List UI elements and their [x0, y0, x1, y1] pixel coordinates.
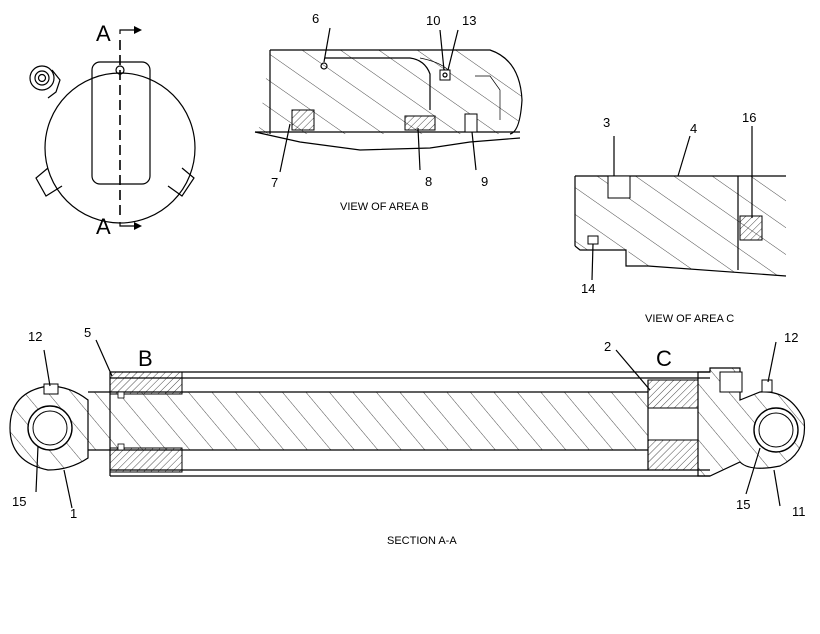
callout-15-right: 15	[736, 497, 750, 512]
callout-3: 3	[603, 115, 610, 130]
callout-12-left: 12	[28, 329, 42, 344]
area-letter-c: C	[656, 346, 672, 371]
callout-13: 13	[462, 13, 476, 28]
callout-16: 16	[742, 110, 756, 125]
callout-1: 1	[70, 506, 77, 521]
area-letter-b: B	[138, 346, 153, 371]
section-a-a	[9, 339, 806, 509]
section-caption: SECTION A-A	[387, 535, 457, 547]
callout-6: 6	[312, 11, 319, 26]
callout-8: 8	[425, 174, 432, 189]
area-b-detail	[254, 27, 523, 173]
callout-14: 14	[581, 281, 595, 296]
callout-10: 10	[426, 13, 440, 28]
callout-7: 7	[271, 175, 278, 190]
callout-5: 5	[84, 325, 91, 340]
area-b-caption: VIEW OF AREA B	[340, 201, 429, 213]
area-c-detail	[574, 126, 787, 281]
callout-11: 11	[792, 504, 806, 519]
section-mark-top: A	[96, 21, 111, 46]
callout-12-right: 12	[784, 330, 798, 345]
end-view	[29, 26, 196, 230]
callout-2: 2	[604, 339, 611, 354]
callout-15-left: 15	[12, 494, 26, 509]
area-c-caption: VIEW OF AREA C	[645, 313, 734, 325]
callout-9: 9	[481, 174, 488, 189]
section-mark-bottom: A	[96, 214, 111, 239]
callout-4: 4	[690, 121, 697, 136]
